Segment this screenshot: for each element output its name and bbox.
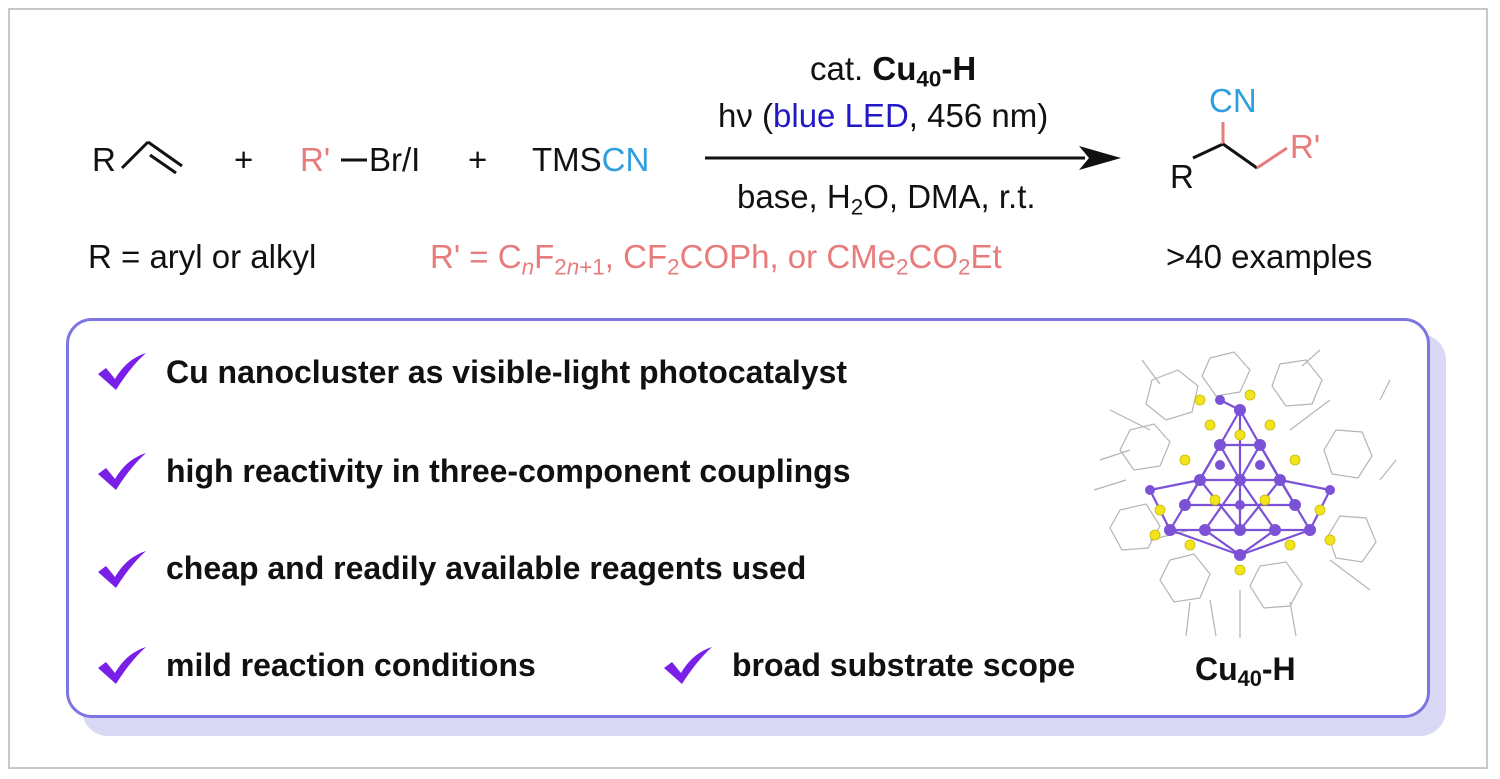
rp-mid2: COPh, or CMe [679, 238, 896, 275]
blue-led-text: blue LED [773, 97, 909, 134]
water-sub: 2 [850, 194, 864, 220]
halide-bond [341, 158, 367, 162]
check-icon [98, 647, 146, 684]
rp-mid: , CF [604, 238, 668, 275]
rp-n1: n [521, 254, 535, 280]
product-r-prime: R' [1290, 128, 1321, 165]
catalyst-label: cat. Cu40-H [810, 50, 977, 90]
light-conditions: hν (blue LED, 456 nm) [718, 99, 1048, 132]
rp-sub3: 2 [896, 254, 909, 280]
catalyst-cu: Cu [872, 50, 917, 87]
plus-sign-2: + [468, 141, 488, 178]
solvent-text: O, DMA, r.t. [863, 178, 1036, 215]
check-icon [98, 353, 146, 390]
halide-x: Br/I [369, 141, 421, 178]
base-conditions: base, H2O, DMA, r.t. [737, 178, 1036, 218]
product-cn: CN [1209, 82, 1257, 119]
rp-end: Et [970, 238, 1002, 275]
cu40-cluster-image [1093, 349, 1397, 638]
feature-item-3: cheap and readily available reagents use… [166, 550, 807, 586]
feature-item-5: broad substrate scope [732, 647, 1076, 683]
r-definition: R = aryl or alkyl [88, 238, 317, 275]
catalyst-sub: 40 [916, 66, 942, 92]
r-prime-definition: R' = CnF2n+1, CF2COPh, or CMe2CO2Et [430, 238, 1002, 278]
cu40-suffix: -H [1261, 651, 1296, 687]
check-icon [664, 647, 712, 684]
cu40-main: Cu [1195, 651, 1238, 687]
rp-2: 2 [554, 254, 567, 280]
halide-r-prime: R' [300, 141, 331, 178]
rp-prefix: R' = C [430, 238, 522, 275]
cu40-sub: 40 [1237, 666, 1262, 692]
alkene-bonds [120, 140, 183, 175]
feature-item-1: Cu nanocluster as visible-light photocat… [166, 354, 848, 390]
features-panel [66, 318, 1430, 718]
product-r: R [1170, 158, 1194, 195]
examples-count: >40 examples [1166, 238, 1373, 275]
rp-sub4: 2 [957, 254, 971, 280]
wavelength-text: , 456 nm) [908, 97, 1049, 134]
figure-frame [8, 8, 1488, 769]
alkene-r-label: R [92, 141, 116, 178]
rp-mid3: CO [908, 238, 958, 275]
rp-sub2: 2 [667, 254, 680, 280]
rp-n2: n [566, 254, 580, 280]
cn-text: CN [601, 141, 650, 178]
feature-item-4: mild reaction conditions [166, 647, 536, 683]
base-text: base, H [737, 178, 851, 215]
rp-plus1: +1 [579, 254, 605, 280]
tmscn-reagent: TMSCN [532, 143, 649, 176]
hv-text: hν ( [718, 97, 774, 134]
cat-text: cat. [810, 50, 864, 87]
check-icon [98, 453, 146, 490]
plus-sign-1: + [234, 141, 254, 178]
rp-f: F [534, 238, 555, 275]
cu40-h-label: Cu40-H [1195, 651, 1296, 689]
check-icon [98, 551, 146, 588]
reaction-arrow [705, 146, 1121, 170]
product-bonds [1192, 122, 1288, 170]
feature-item-2: high reactivity in three-component coupl… [166, 453, 851, 489]
catalyst-name: Cu40-H [872, 50, 977, 90]
tms-text: TMS [532, 141, 602, 178]
catalyst-suffix: -H [941, 50, 977, 87]
